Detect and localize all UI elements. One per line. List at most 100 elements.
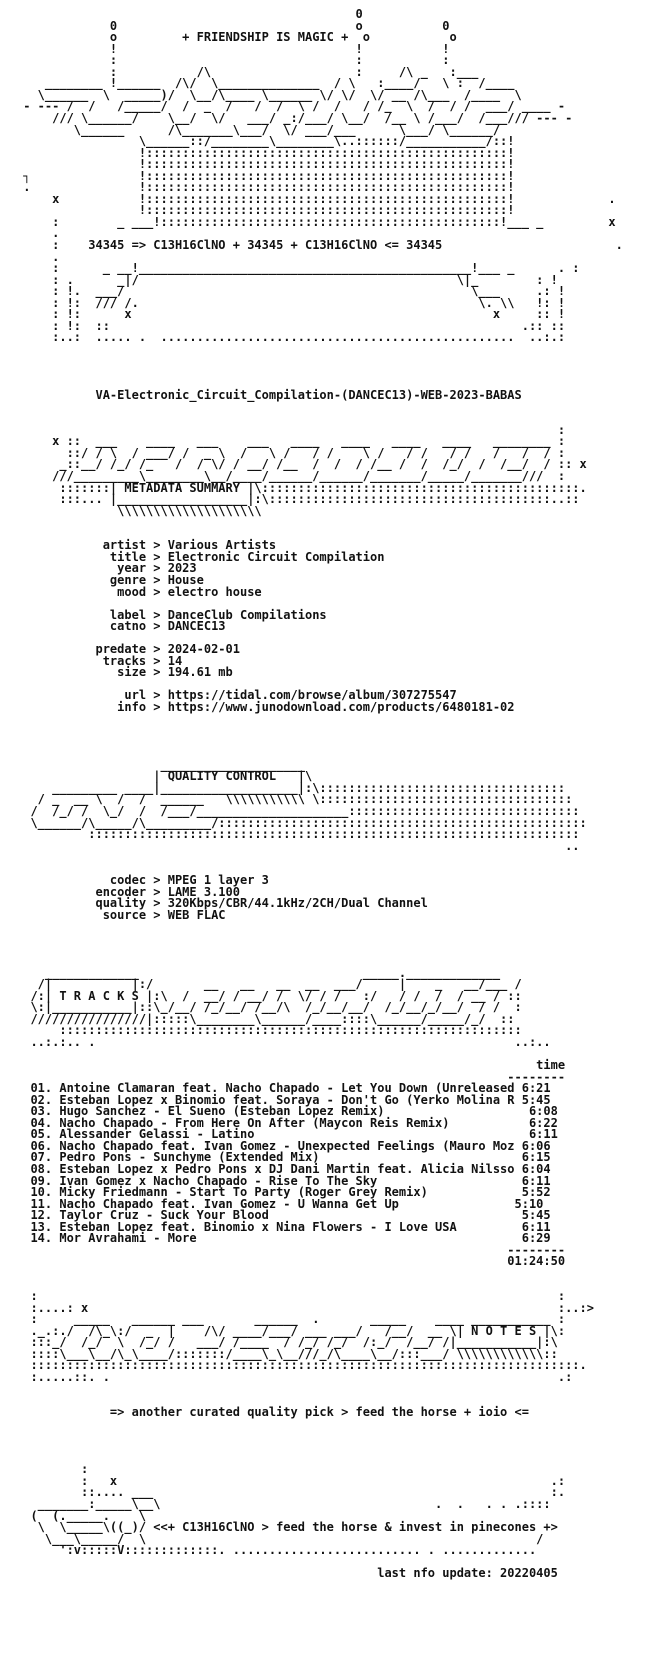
nfo-line: : x .: bbox=[16, 1473, 566, 1488]
nfo-line: . bbox=[16, 226, 60, 241]
nfo-line: ..:.:.. . ..:.. bbox=[16, 1034, 551, 1049]
nfo-line: o + FRIENDSHIP IS MAGIC + o o bbox=[16, 30, 457, 45]
nfo-line: ':v:::::V:::::::::::::. ................… bbox=[16, 1543, 537, 1558]
nfo-line: _______:_____\__\ . . . . .:::: bbox=[16, 1496, 551, 1511]
nfo-line: : : bbox=[16, 1289, 566, 1304]
nfo-line: 05. Alessander Gelassi - Latino 6:11 bbox=[16, 1127, 558, 1142]
nfo-line: \\\\\\\\\\\\\\\\\\\\ bbox=[16, 503, 262, 518]
nfo-line: 0 bbox=[16, 7, 363, 21]
nfo-line: encoder > LAME 3.100 bbox=[16, 884, 240, 899]
nfo-line: _________ ____|___________________|:\:::… bbox=[16, 780, 566, 795]
nfo-line: ::::::::::::::::::::::::::::::::::::::::… bbox=[16, 1023, 522, 1038]
nfo-line: !:::::::::::::::::::::::::::::::::::::::… bbox=[16, 145, 515, 160]
nfo-line: / _ __ \ / / ______ \\\\\\\\\\\ \:::::::… bbox=[16, 792, 573, 807]
nfo-line: . bbox=[16, 249, 60, 264]
nfo-line: : bbox=[16, 1462, 89, 1477]
nfo-line: predate > 2024-02-01 bbox=[16, 642, 240, 657]
nfo-line: ._.:./ /\_\:/ _ | /\/ ____/___/ ___ ___/… bbox=[16, 1323, 566, 1338]
nfo-line: 12. Taylor Cruz - Suck Your Blood 5:45 bbox=[16, 1208, 551, 1223]
nfo-line: : _ __!_________________________________… bbox=[16, 261, 580, 276]
nfo-line: : : : bbox=[16, 53, 450, 68]
nfo-line: 03. Hugo Sanchez - El Sueno (Esteban Lop… bbox=[16, 1104, 558, 1119]
nfo-line: 14. Mor Avrahami - More 6:29 bbox=[16, 1231, 551, 1246]
nfo-line: :.....::. . .: bbox=[16, 1369, 573, 1384]
nfo-line: :::::::| METADATA SUMMARY |\::::::::::::… bbox=[16, 480, 587, 495]
nfo-line: 06. Nacho Chapado feat. Ivan Gomez - Une… bbox=[16, 1138, 551, 1153]
nfo-line: 04. Nacho Chapado - From Here On After (… bbox=[16, 1115, 558, 1130]
nfo-line: : !: /// /. \. \\ !: ! bbox=[16, 295, 566, 310]
nfo-line: url > https://tidal.com/browse/album/307… bbox=[16, 688, 457, 703]
nfo-line: x :: ___ ____ ___ ___ ____ ____ ____ ___… bbox=[16, 434, 566, 449]
nfo-line: : !. ___/ \___ .: ! bbox=[16, 284, 566, 299]
nfo-line: _____________ _____._____________ bbox=[16, 965, 501, 980]
nfo-line: 09. Ivan Gomez x Nacho Chapado - Rise To… bbox=[16, 1173, 551, 1188]
nfo-line: !:::::::::::::::::::::::::::::::::::::::… bbox=[16, 203, 515, 218]
nfo-line: \______/\_____/\_________/::::::::::::::… bbox=[16, 815, 587, 830]
nfo-line: 11. Nacho Chapado feat. Ivan Gomez - U W… bbox=[16, 1196, 544, 1211]
nfo-line: quality > 320Kbps/CBR/44.1kHz/2CH/Dual C… bbox=[16, 896, 428, 911]
nfo-line: :....: x :..:> bbox=[16, 1300, 594, 1315]
nfo-line: mood > electro house bbox=[16, 584, 262, 599]
nfo-line: source > WEB FLAC bbox=[16, 907, 226, 922]
nfo-line: :..: ..... . ...........................… bbox=[16, 330, 566, 345]
nfo-line: info > https://www.junodownload.com/prod… bbox=[16, 700, 515, 714]
nfo-line: size > 194.61 mb bbox=[16, 665, 233, 680]
nfo-line: 01:24:50 bbox=[16, 1254, 566, 1269]
nfo-line: \______ /\_______\___/ \/ ___/___ \___/ … bbox=[16, 122, 501, 137]
nfo-line: 07. Pedro Pons - Sunchyme (Extended Mix)… bbox=[16, 1150, 551, 1165]
nfo-line: artist > Various Artists bbox=[16, 538, 277, 553]
nfo-line: ::::::::::::::::::::::::::::::::::::::::… bbox=[16, 1358, 587, 1373]
nfo-line: \______::/________\________\..::::::/___… bbox=[16, 134, 515, 149]
nfo-line: ____________________ bbox=[16, 757, 305, 772]
nfo-line: | QUALITY CONTROL |\ bbox=[16, 769, 313, 784]
nfo-line: year > 2023 bbox=[16, 561, 197, 576]
nfo-line: catno > DANCEC13 bbox=[16, 619, 226, 634]
nfo-line: tracks > 14 bbox=[16, 653, 183, 668]
nfo-line: title > Electronic Circuit Compilation bbox=[16, 549, 385, 564]
nfo-line: ::::::::::::::::::::::::::::::::::::::::… bbox=[16, 827, 580, 842]
nfo-line: \ \_____\((_)/ <<+ C13H16ClNO > feed the… bbox=[16, 1520, 558, 1535]
nfo-line: :::... |__________________|:\:::::::::::… bbox=[16, 492, 580, 507]
nfo-line: !:::::::::::::::::::::::::::::::::::::::… bbox=[16, 157, 515, 172]
nfo-line: : /\ : /\ _ :___ bbox=[16, 64, 479, 79]
nfo-line: 08. Esteban Lopez x Pedro Pons x DJ Dani… bbox=[16, 1162, 551, 1176]
nfo-line: :::_/ /_/ \ /_/ / ___/ /____ / /_/ /_/ /… bbox=[16, 1335, 558, 1350]
nfo-line: / /_/ / \_/ / /___/_____________________… bbox=[16, 803, 580, 818]
nfo-line: 13. Esteban Lopez feat. Binomio x Nina F… bbox=[16, 1219, 551, 1234]
nfo-line: ( (._____. \ bbox=[16, 1508, 508, 1523]
nfo-line: ! ! ! bbox=[16, 41, 450, 56]
nfo-line: ::/ / \ / ___/ / _ \ / \ / / / \ / / / /… bbox=[16, 445, 566, 460]
nfo-line: VA-Electronic_Circuit_Compilation-(DANCE… bbox=[16, 388, 522, 403]
nfo-line: ________ !______ /\/ \______________ / \… bbox=[16, 76, 515, 91]
nfo-line: 01. Antoine Clamaran feat. Nacho Chapado… bbox=[16, 1081, 551, 1096]
nfo-line: codec > MPEG 1 layer 3 bbox=[16, 873, 269, 888]
nfo-line: _::__/ /_/ /_ / / \/ / __/ /__ / / / /__… bbox=[16, 457, 587, 472]
nfo-line: => another curated quality pick > feed t… bbox=[16, 1404, 529, 1419]
nfo-line: ///_________\________\__/____/______/___… bbox=[16, 469, 566, 483]
nfo-line: : !: x x :: ! bbox=[16, 307, 566, 322]
nfo-line: - --- / / /_____/ / _ / / / \ / / / /_ \… bbox=[16, 99, 566, 114]
nfo-line: /// \______/ \__/ \/ ___/ _:/___/ \__/ /… bbox=[16, 110, 573, 125]
nfo-line: 02. Esteban Lopez x Binomio feat. Soraya… bbox=[16, 1092, 551, 1107]
nfo-line: . !:::::::::::::::::::::::::::::::::::::… bbox=[16, 180, 515, 195]
nfo-line: : 34345 => C13H16ClNO + 34345 + C13H16Cl… bbox=[16, 238, 623, 252]
nfo-line: /:| T R A C K S |:\ / __/ / __/ / \/ / /… bbox=[16, 988, 522, 1003]
nfo-line: : bbox=[16, 422, 566, 437]
nfo-line: x !:::::::::::::::::::::::::::::::::::::… bbox=[16, 191, 616, 206]
nfo-line: : _____ ______ ___ ______ . _____ ____ _… bbox=[16, 1312, 566, 1327]
nfo-line: label > DanceClub Compilations bbox=[16, 607, 327, 622]
nfo-line: \___\_____/ \ / bbox=[16, 1531, 544, 1546]
nfo-line: time bbox=[16, 1058, 566, 1073]
nfo-line: .. bbox=[16, 838, 580, 853]
nfo-line: -------- bbox=[16, 1242, 566, 1257]
nfo-line: : !: :: .:: :: bbox=[16, 318, 566, 333]
nfo-line: 10. Micky Friedmann - Start To Party (Ro… bbox=[16, 1185, 551, 1200]
nfo-line: ////////////////|:::::\________\______/_… bbox=[16, 1011, 515, 1026]
nfo-line: : . _|/ \|_ : ! bbox=[16, 272, 558, 287]
nfo-line: \______ \ _____)/ \__/\____ \______ \/ \… bbox=[16, 87, 522, 102]
nfo-line: ┐ !:::::::::::::::::::::::::::::::::::::… bbox=[16, 168, 515, 183]
nfo-line: ::.... ___ :. bbox=[16, 1485, 566, 1500]
nfo-line: genre > House bbox=[16, 572, 204, 587]
nfo-line: ::::\___\__/\_\____/:::::::/____\_\__///… bbox=[16, 1346, 558, 1361]
